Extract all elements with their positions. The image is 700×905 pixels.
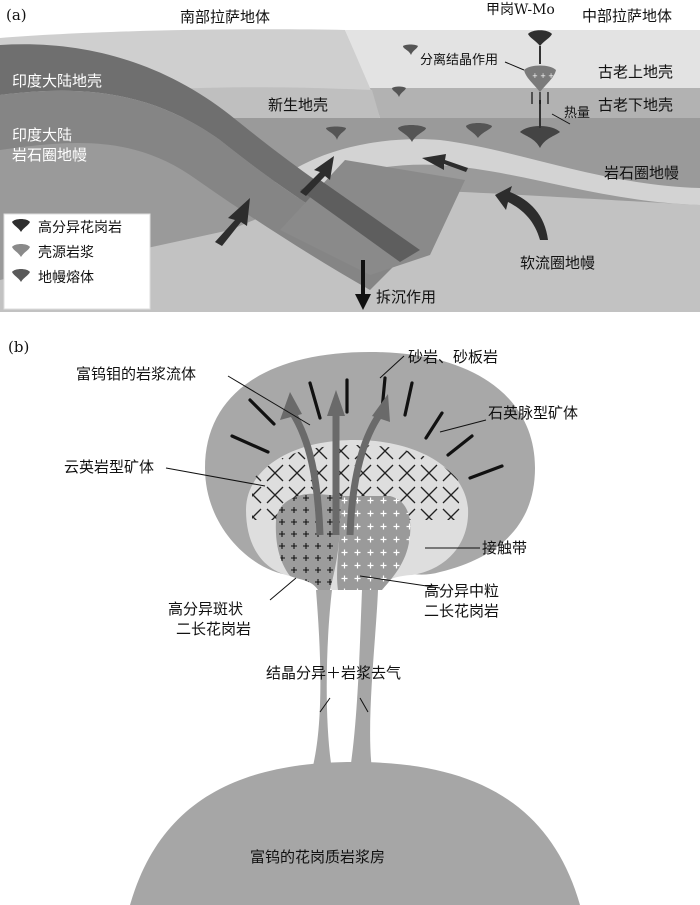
label-magma-chamber: 富钨的花岗质岩浆房	[250, 848, 385, 866]
label-medium-granite-line2: 二长花岗岩	[424, 602, 499, 620]
delamination-arrow-head	[355, 294, 371, 310]
label-new-crust: 新生地壳	[268, 96, 328, 114]
fluid-arrow-right	[346, 412, 383, 536]
leader-medium-granite	[359, 575, 441, 589]
label-w-mo-fluid: 富钨钼的岩浆流体	[76, 365, 196, 383]
legend-label-mantle-melt: 地幔熔体	[38, 270, 94, 286]
mantle-melt-drop	[466, 123, 492, 138]
magma-chamber	[130, 762, 580, 905]
label-indian-mantle-line1: 印度大陆	[12, 126, 72, 144]
quartz-vein	[403, 381, 414, 417]
label-heat: 热量	[564, 106, 590, 121]
svg-text:+ + +: + + +	[532, 72, 554, 80]
mantle-melt-drop	[326, 126, 346, 140]
legend-granite-icon	[12, 219, 30, 232]
label-asthenosphere: 软流圈地幔	[520, 254, 595, 272]
delaminated-crust-strip	[300, 180, 420, 262]
magmatic-fluid-arrows	[289, 410, 383, 536]
highly-fractionated-granite-icon	[528, 30, 552, 46]
medium-granite-pattern	[337, 496, 411, 590]
label-central-lhasa: 中部拉萨地体	[582, 7, 672, 25]
label-indian-crust: 印度大陆地壳	[12, 72, 102, 90]
flow-arrow-3	[422, 154, 468, 172]
label-crystallization-degassing: 结晶分异＋岩浆去气	[266, 664, 401, 682]
old-lower-crust-layer	[370, 88, 700, 118]
leader-crystallization-right	[359, 697, 369, 713]
label-old-upper-crust: 古老上地壳	[598, 63, 673, 81]
panel-a: + + + 高分异花岗岩 壳源岩浆 地幔熔体 (a) 南部拉萨地体 中部拉萨地体…	[0, 0, 700, 312]
jiagang-magma-column: + + +	[504, 30, 571, 148]
label-lithosphere-mantle: 岩石圈地幔	[604, 164, 679, 182]
mantle-melt-drop	[398, 125, 426, 142]
label-jiagang: 甲岗W-Mo	[486, 2, 555, 18]
leader-greisen	[165, 467, 266, 487]
legend-label-crustal-magma: 壳源岩浆	[38, 244, 94, 261]
leader-sandstone	[379, 355, 405, 379]
label-sandstone: 砂岩、砂板岩	[408, 348, 498, 366]
mantle-melt-bodies	[326, 44, 492, 142]
mantle-melt-source-icon	[520, 126, 560, 148]
legend-label-granite: 高分异花岗岩	[38, 219, 122, 236]
legend: 高分异花岗岩 壳源岩浆 地幔熔体	[3, 213, 151, 310]
fluid-arrowheads	[280, 390, 390, 422]
quartz-vein	[308, 381, 322, 420]
legend-mantle-melt-icon	[12, 269, 30, 282]
label-south-lhasa: 南部拉萨地体	[180, 8, 270, 26]
old-upper-crust-layer	[345, 30, 700, 88]
leader-fluid	[227, 375, 311, 426]
left-feeder-dike	[312, 590, 332, 770]
flow-arrow-4	[495, 186, 548, 240]
label-medium-granite-line1: 高分异中粒	[424, 582, 499, 600]
legend-crustal-magma-icon	[12, 244, 30, 257]
fluid-arrowhead-right	[372, 394, 390, 422]
panel-b-label: (b)	[8, 338, 29, 356]
leader-lines	[165, 355, 487, 713]
fluid-arrowhead-middle	[327, 390, 345, 416]
label-contact-zone: 接触带	[482, 539, 527, 557]
label-delamination: 拆沉作用	[376, 288, 436, 306]
leader-crystallization-left	[319, 697, 331, 713]
leader-quartz-vein	[439, 419, 487, 433]
label-greisen: 云英岩型矿体	[64, 458, 154, 476]
label-old-lower-crust: 古老下地壳	[598, 96, 673, 114]
label-fractional-crystallization: 分离结晶作用	[420, 52, 498, 68]
label-quartz-vein: 石英脉型矿体	[488, 404, 578, 422]
heat-leader	[551, 113, 571, 125]
fractional-leader	[504, 61, 525, 71]
label-porphyritic-granite-line2: 二长花岗岩	[176, 620, 251, 638]
flow-arrow-1	[215, 198, 250, 246]
mantle-flow-arrows	[215, 154, 548, 310]
quartz-vein	[446, 434, 474, 457]
mantle-melt-drop	[392, 86, 406, 97]
crustal-magma-icon	[524, 65, 556, 92]
flow-arrow-2	[300, 156, 334, 196]
quartz-vein	[424, 411, 444, 440]
label-indian-mantle-line2: 岩石圈地幔	[12, 146, 87, 164]
mantle-melt-drop	[403, 44, 418, 55]
panel-b: (b)	[8, 338, 580, 905]
quartz-vein	[230, 434, 270, 454]
legend-box	[3, 213, 151, 310]
indian-lithosphere-slab	[0, 90, 400, 290]
leader-porphyritic-granite	[269, 577, 297, 601]
fluid-arrow-left	[289, 410, 324, 536]
asthenosphere-upwelling-arc	[250, 139, 700, 225]
quartz-vein	[248, 398, 276, 426]
heat-arrows-icon	[531, 92, 549, 104]
label-porphyritic-granite-line1: 高分异斑状	[168, 600, 243, 618]
fluid-arrowhead-left	[280, 392, 302, 420]
right-feeder-dike	[350, 590, 378, 770]
quartz-vein	[468, 464, 504, 480]
porphyritic-granite-pattern	[275, 493, 342, 590]
panel-a-label: (a)	[6, 6, 27, 24]
